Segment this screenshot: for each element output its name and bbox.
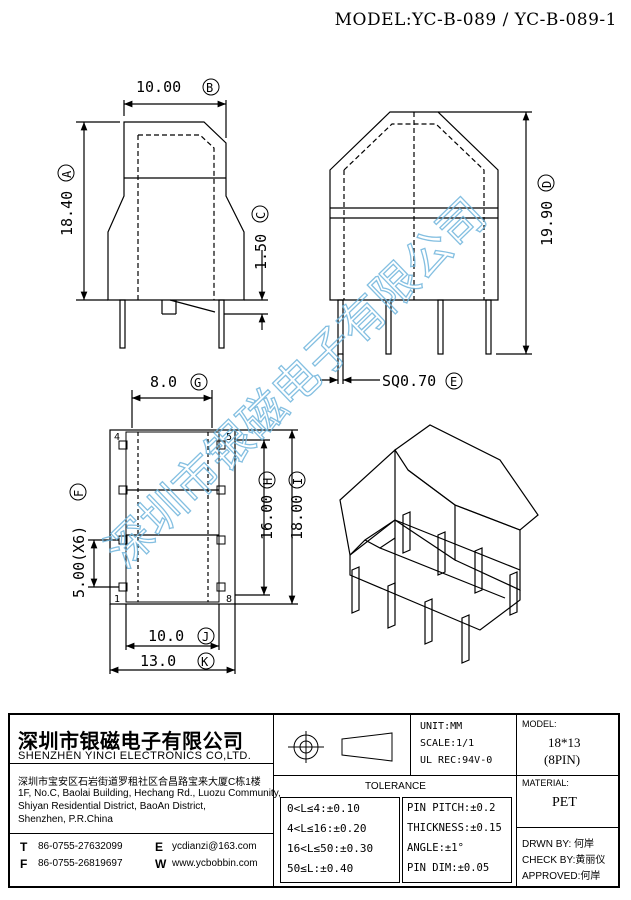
- dim-b-value: 10.00: [136, 78, 181, 96]
- title-block: 深圳市银磁电子有限公司 SHENZHEN YINCI ELECTRONICS C…: [8, 713, 620, 888]
- company-name-en: SHENZHEN YINCI ELECTRONICS CO,LTD.: [18, 750, 252, 762]
- bottom-view: [88, 390, 298, 674]
- model-box-value-1: 18*13: [548, 735, 581, 750]
- scale-label: SCALE:1/1: [420, 738, 475, 749]
- check-by: CHECK BY:黄丽仪: [522, 855, 606, 866]
- spec-row: PIN DIM:±0.05: [407, 862, 490, 874]
- model-box-label: MODEL:: [522, 719, 557, 729]
- spec-row: ANGLE:±1°: [407, 842, 464, 854]
- tolerance-table: 0<L≤4:±0.10 4<L≤16:±0.20 16<L≤50:±0.30 5…: [280, 797, 400, 883]
- address-en-2: Shiyan Residential District, BaoAn Distr…: [18, 801, 206, 812]
- unit-label: UNIT:MM: [420, 721, 463, 732]
- email-value: ycdianzi@163.com: [172, 841, 257, 852]
- pin-1-label: 1: [114, 594, 120, 605]
- material-label: MATERIAL:: [522, 778, 569, 788]
- isometric-view: [339, 424, 539, 664]
- dim-k-letter: K: [201, 655, 209, 669]
- spec-row: THICKNESS:±0.15: [407, 822, 502, 834]
- pin-8-label: 8: [226, 594, 232, 605]
- technical-drawing: 10.00 B 18.40 A 1.50 C D 19.90 SQ0.70 E …: [57, 78, 556, 674]
- tolerance-row: 0<L≤4:±0.10: [287, 802, 360, 815]
- pin-4-label: 4: [114, 432, 120, 443]
- dim-c-value: 1.50: [252, 234, 270, 270]
- dim-j-letter: J: [202, 630, 209, 644]
- drawn-by: DRWN BY: 何岸: [522, 839, 595, 850]
- model-box-value-2: (8PIN): [544, 752, 581, 767]
- dim-e-letter: E: [450, 375, 457, 389]
- spec-row: PIN PITCH:±0.2: [407, 802, 496, 814]
- dim-e-value: SQ0.70: [382, 372, 436, 390]
- tel-label: T: [20, 840, 28, 854]
- side-view: [320, 111, 532, 384]
- front-view: [76, 100, 268, 349]
- dim-c-letter: C: [254, 212, 268, 219]
- fax-label: F: [20, 857, 28, 871]
- tolerance-title: TOLERANCE: [365, 781, 426, 792]
- approved-by: APPROVED:何岸: [522, 871, 601, 882]
- dim-a-letter: A: [60, 170, 74, 178]
- ul-label: UL REC:94V-0: [420, 755, 493, 766]
- tolerance-row: 50≤L:±0.40: [287, 862, 354, 875]
- pin-5-label: 5: [226, 432, 232, 443]
- tolerance-row: 16<L≤50:±0.30: [287, 842, 374, 855]
- dim-g-letter: G: [194, 376, 201, 390]
- dim-d-letter: D: [540, 181, 554, 188]
- address-en-3: Shenzhen, P.R.China: [18, 814, 113, 825]
- dim-d-value: 19.90: [538, 201, 556, 246]
- dim-b-letter: B: [206, 81, 213, 95]
- web-label: W: [155, 857, 167, 871]
- dim-i-value: 18.00: [288, 495, 306, 540]
- tel-value: 86-0755-27632099: [38, 841, 123, 852]
- address-en-1: 1F, No.C, Baolai Building, Hechang Rd., …: [18, 788, 281, 799]
- dim-a-value: 18.40: [58, 191, 76, 236]
- dim-f-value: 5.00(X6): [70, 526, 88, 598]
- email-label: E: [155, 840, 164, 854]
- dim-k-value: 13.0: [140, 652, 176, 670]
- fax-value: 86-0755-26819697: [38, 858, 123, 869]
- dim-h-value: 16.00: [258, 495, 276, 540]
- dim-j-value: 10.0: [148, 627, 184, 645]
- dim-f-letter: F: [72, 490, 86, 497]
- dim-h-letter: H: [261, 478, 275, 485]
- tolerance-row: 4<L≤16:±0.20: [287, 822, 367, 835]
- dim-g-value: 8.0: [150, 373, 177, 391]
- web-value: www.ycbobbin.com: [172, 858, 258, 869]
- spec-table: PIN PITCH:±0.2 THICKNESS:±0.15 ANGLE:±1°…: [402, 797, 512, 883]
- address-cn: 深圳市宝安区石岩街道罗租社区合昌路宝来大厦C栋1楼: [18, 777, 261, 788]
- dim-i-letter: I: [291, 478, 305, 485]
- projection-symbol: [288, 731, 393, 763]
- model-title: MODEL:YC-B-089 / YC-B-089-1: [334, 10, 617, 30]
- company-name-cn: 深圳市银磁电子有限公司: [18, 731, 244, 753]
- material-value: PET: [552, 795, 577, 810]
